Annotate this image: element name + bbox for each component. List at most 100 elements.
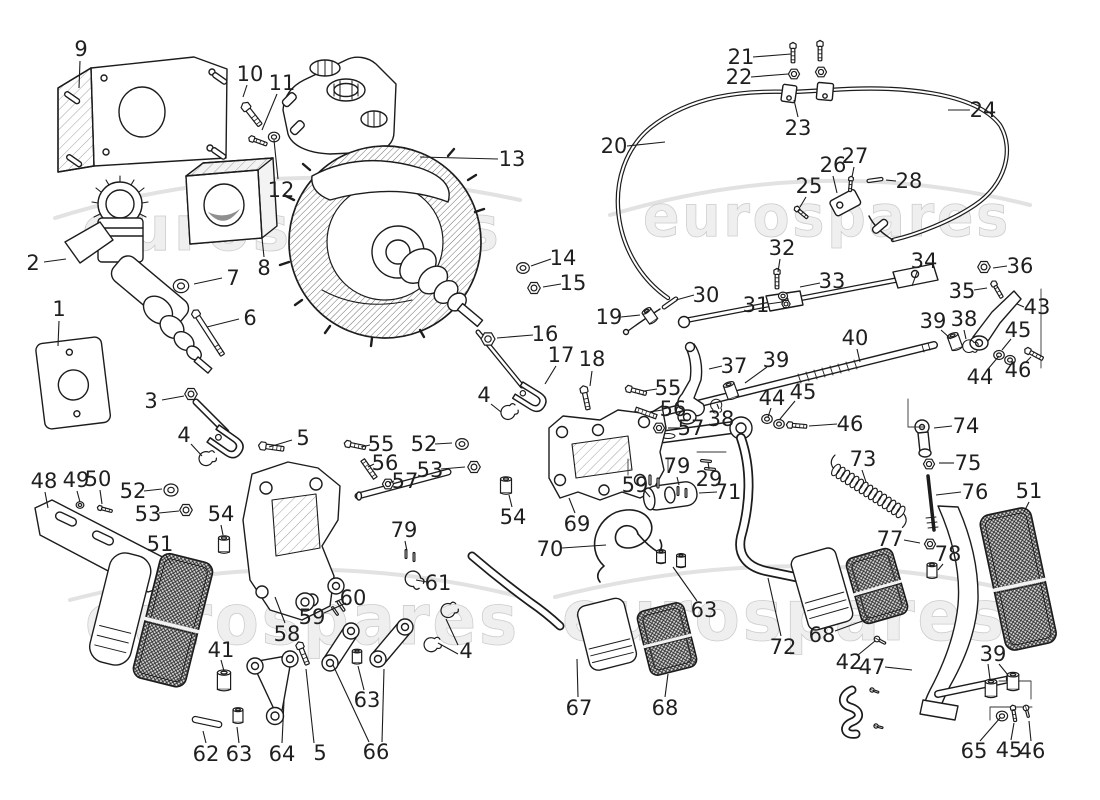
leader-line	[856, 348, 861, 363]
nut-31	[781, 299, 791, 309]
leader-line	[767, 407, 772, 418]
leader-line	[643, 489, 651, 498]
bolt-50	[96, 504, 113, 513]
brake-pedal-72-drawing	[729, 416, 854, 631]
part-label-64: 64	[269, 742, 296, 766]
bushing-39a	[946, 332, 964, 352]
part-label-78: 78	[935, 542, 962, 566]
return-spring-70-drawing	[593, 509, 663, 583]
nut-15	[527, 281, 541, 295]
leader-line	[419, 156, 499, 160]
part-label-3: 3	[144, 389, 157, 413]
part-label-56: 56	[372, 451, 399, 475]
part-label-68: 68	[652, 696, 679, 720]
leader-line	[281, 700, 285, 744]
washer-44a	[993, 349, 1005, 361]
leader-line	[236, 726, 240, 744]
bushing-63c	[351, 648, 363, 665]
pin-29b	[703, 466, 717, 472]
leader-line	[857, 640, 876, 656]
leader-line	[672, 566, 698, 602]
part-label-43: 43	[1024, 295, 1051, 319]
pin-29a	[699, 458, 713, 464]
bolt-25	[793, 205, 809, 220]
leader-line	[963, 329, 967, 340]
leader-line	[161, 395, 185, 401]
leader-line	[675, 294, 695, 301]
part-label-16: 16	[532, 322, 559, 346]
leader-line	[979, 717, 1001, 742]
leader-line	[767, 577, 782, 637]
leader-line	[220, 659, 225, 672]
part-label-69: 69	[564, 512, 591, 536]
leader-line	[987, 663, 991, 680]
screw-46c	[1022, 704, 1030, 718]
leader-line	[750, 73, 789, 78]
leader-line	[202, 730, 207, 744]
part-label-26: 26	[820, 153, 847, 177]
spring-73	[830, 454, 907, 529]
part-label-1: 1	[52, 297, 65, 321]
pedal-rubber-68-left-drawing	[636, 602, 698, 676]
part-label-56: 56	[660, 397, 687, 421]
leader-line	[323, 602, 347, 614]
leader-line	[1028, 720, 1032, 742]
bushing-63d2	[675, 553, 687, 569]
part-label-5: 5	[313, 741, 326, 765]
leader-line	[707, 461, 710, 470]
leader-line	[777, 258, 781, 273]
bushing-41	[216, 669, 232, 692]
part-label-48: 48	[31, 469, 58, 493]
part-label-4: 4	[177, 423, 190, 447]
accelerator-metal-pedal-left-drawing	[89, 552, 152, 666]
part-label-21: 21	[728, 45, 755, 69]
washer-49	[75, 501, 85, 509]
leader-line	[530, 258, 552, 267]
bushing-63d1	[655, 549, 667, 565]
part-label-45: 45	[996, 738, 1023, 762]
part-label-4: 4	[459, 639, 472, 663]
leader-line	[643, 388, 658, 392]
leader-line	[752, 53, 792, 58]
screw-sm1	[869, 687, 880, 694]
pin-79a1	[676, 485, 680, 497]
leader-line	[561, 544, 607, 549]
part-label-54: 54	[208, 502, 235, 526]
part-label-57: 57	[678, 416, 705, 440]
leader-line	[388, 480, 395, 484]
part-label-52: 52	[411, 432, 438, 456]
leader-line	[698, 491, 718, 494]
washer-44b	[761, 413, 773, 425]
leader-line	[357, 665, 365, 691]
leader-line	[332, 664, 370, 743]
leader-line	[78, 60, 81, 89]
part-label-44: 44	[967, 365, 994, 389]
leader-line	[937, 563, 944, 571]
part-label-51: 51	[1016, 479, 1043, 503]
part-label-28: 28	[896, 169, 923, 193]
leader-line	[589, 370, 593, 387]
part-label-10: 10	[237, 62, 264, 86]
part-label-9: 9	[74, 37, 87, 61]
clip-4c2	[423, 636, 443, 653]
bolt-32	[773, 267, 781, 290]
nut-36	[977, 260, 991, 274]
leader-line	[490, 403, 502, 413]
spacer-block-8-drawing	[185, 157, 278, 245]
part-label-72: 72	[770, 635, 797, 659]
clevis-3	[206, 424, 244, 459]
washer-45b	[773, 418, 785, 430]
leader-line	[404, 540, 408, 552]
throttle-cable-20-24-drawing	[615, 81, 1009, 336]
part-label-53: 53	[135, 502, 162, 526]
pin-79b2	[412, 551, 416, 563]
clip-4b	[500, 403, 519, 421]
part-label-39: 39	[920, 309, 947, 333]
leader-line	[1023, 501, 1030, 513]
part-label-14: 14	[550, 246, 577, 270]
leader-line	[799, 282, 821, 288]
leader-line	[44, 491, 49, 509]
leader-line	[884, 666, 913, 671]
clip-4a	[198, 450, 217, 467]
